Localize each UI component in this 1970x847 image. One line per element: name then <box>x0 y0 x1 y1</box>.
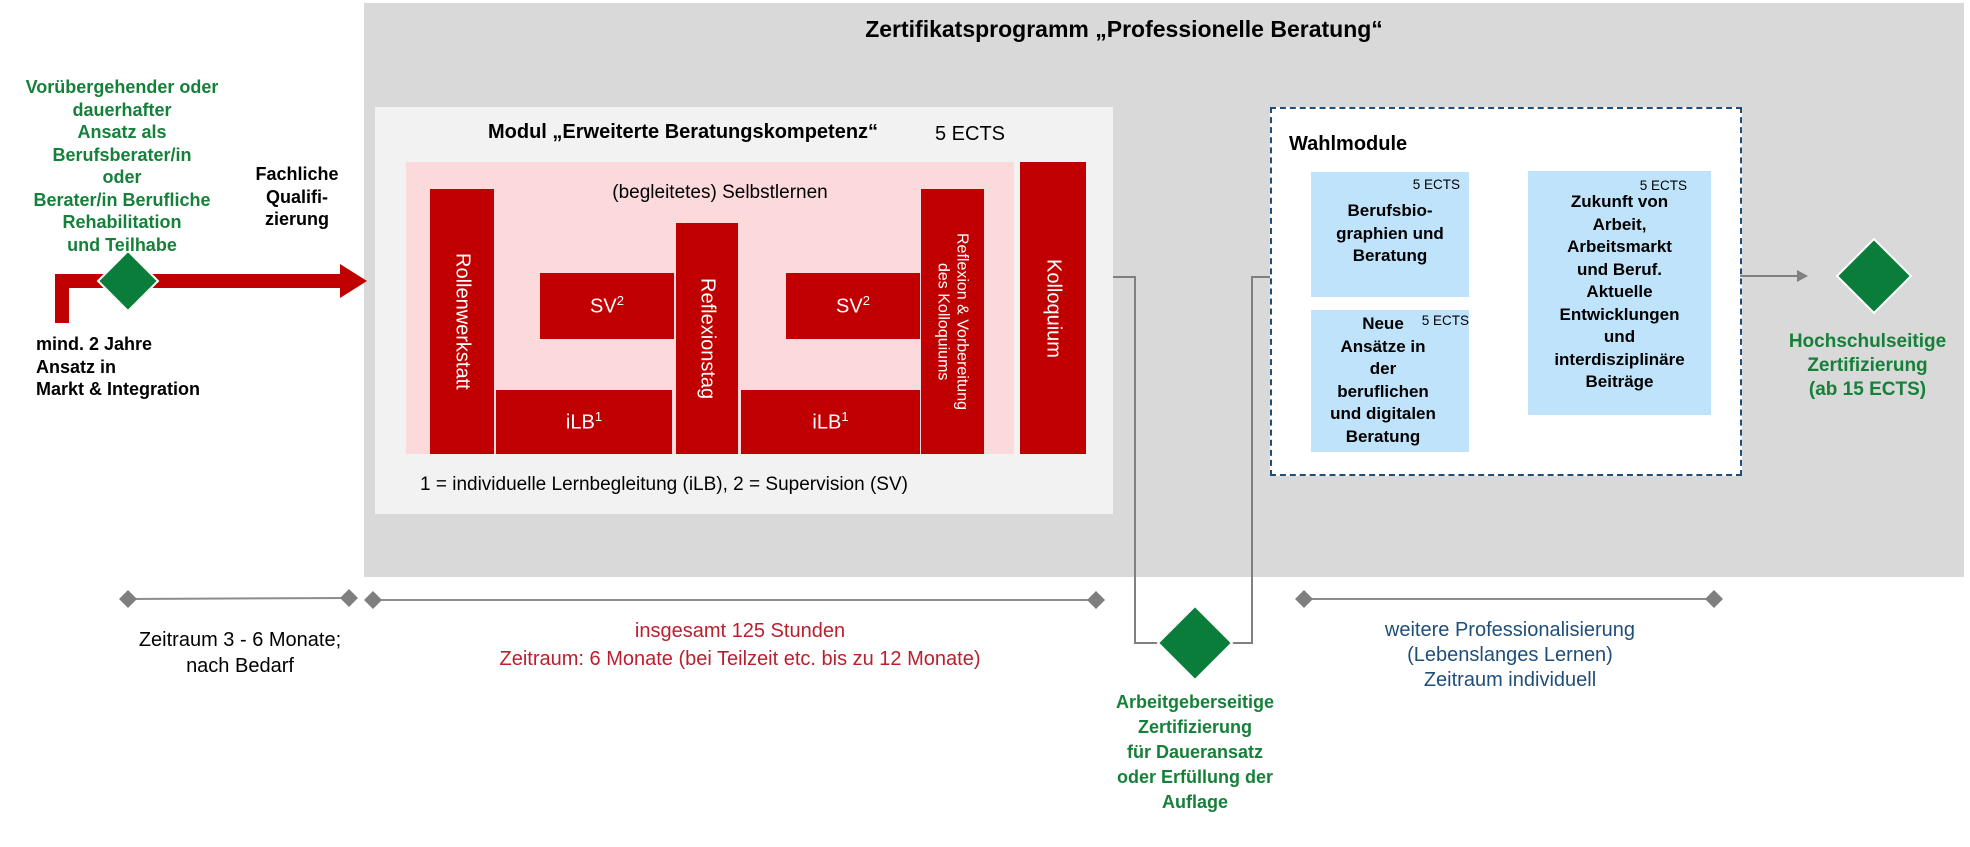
wahlmodul-ects-3: 5 ECTS <box>1639 178 1687 193</box>
employer-certification-text: Arbeitgeberseitige Zertifizierung für Da… <box>1115 692 1275 812</box>
rollenwerkstatt-block: Rollenwerkstatt <box>430 189 494 454</box>
entry-arrow-shaft <box>55 274 340 323</box>
arrow-right-icon <box>340 264 367 298</box>
diamond-icon <box>1156 604 1234 682</box>
diamond-marker-icon <box>1295 590 1313 608</box>
wahlmodul-ects-1: 5 ECTS <box>1412 177 1460 192</box>
diamond-marker-icon <box>364 591 382 609</box>
wahlmodul-text-2: Neue Ansätze in der beruflichen und digi… <box>1330 314 1436 446</box>
sv-block-2: SV2 <box>786 273 920 339</box>
diamond-marker-icon <box>340 589 358 607</box>
wahlmodul-berufsbiographien: 5 ECTS Berufsbio- graphien und Beratung <box>1311 172 1469 297</box>
arrow-right-icon <box>1797 270 1808 282</box>
fachliche-qualifizierung-text: Fachliche Qualifi- zierung <box>255 164 339 229</box>
timeline-left <box>127 597 350 600</box>
ilb-block-1: iLB1 <box>496 390 672 454</box>
program-title: Zertifikatsprogramm „Professionelle Bera… <box>865 16 1383 42</box>
minimum-experience-text: mind. 2 Jahre Ansatz in Markt & Integrat… <box>36 334 201 399</box>
ilb-label-1: iLB1 <box>565 409 603 434</box>
left-period-text: Zeitraum 3 - 6 Monate; nach Bedarf <box>138 629 342 677</box>
module-title: Modul „Erweiterte Beratungskompetenz“ <box>488 121 879 143</box>
ilb-block-2: iLB1 <box>741 390 920 454</box>
diamond-marker-icon <box>119 590 137 608</box>
selbstlernen-label: (begleitetes) Selbstlernen <box>612 182 828 203</box>
wahlmodul-text-3: Zukunft von Arbeit, Arbeitsmarkt und Ber… <box>1554 192 1685 391</box>
reflexionstag-block: Reflexionstag <box>676 223 738 454</box>
wahlmodul-text-1: Berufsbio- graphien und Beratung <box>1336 201 1444 265</box>
diamond-marker-icon <box>1705 590 1723 608</box>
sv-block-1: SV2 <box>540 273 674 339</box>
diamond-icon <box>96 249 160 313</box>
university-certification-text: Hochschulseitige Zertifizierung (ab 15 E… <box>1788 331 1947 400</box>
wahlmodule-title: Wahlmodule <box>1289 133 1408 155</box>
module-to-cert-line <box>1113 276 1158 644</box>
rollenwerkstatt-label: Rollenwerkstatt <box>451 253 474 390</box>
kolloquium-label: Kolloquium <box>1042 258 1065 358</box>
ilb-label-2: iLB1 <box>812 409 849 434</box>
sv-label-2: SV2 <box>836 293 870 318</box>
wahlmodul-zukunft-arbeit: 5 ECTS Zukunft von Arbeit, Arbeitsmarkt … <box>1528 171 1711 415</box>
kolloquium-block: Kolloquium <box>1020 162 1086 454</box>
module-ects: 5 ECTS <box>935 123 1006 145</box>
module-duration-text: insgesamt 125 Stunden Zeitraum: 6 Monate… <box>499 620 981 670</box>
sv-label-1: SV2 <box>590 293 624 318</box>
diamond-icon <box>1835 237 1913 315</box>
diamond-marker-icon <box>1087 591 1105 609</box>
module-footnote: 1 = individuelle Lernbegleitung (iLB), 2… <box>420 474 908 495</box>
further-professionalization-text: weitere Professionalisierung (Lebenslang… <box>1384 619 1636 691</box>
reflexionstag-label: Reflexionstag <box>696 277 719 400</box>
entry-requirement-text: Vorübergehender oder dauerhafter Ansatz … <box>25 77 219 255</box>
wahlmodul-ects-2: 5 ECTS <box>1421 313 1469 328</box>
cert-to-wahlmodule-line <box>1232 276 1270 644</box>
wahlmodul-neue-ansaetze: 5 ECTS Neue Ansätze in der beruflichen u… <box>1311 310 1469 452</box>
